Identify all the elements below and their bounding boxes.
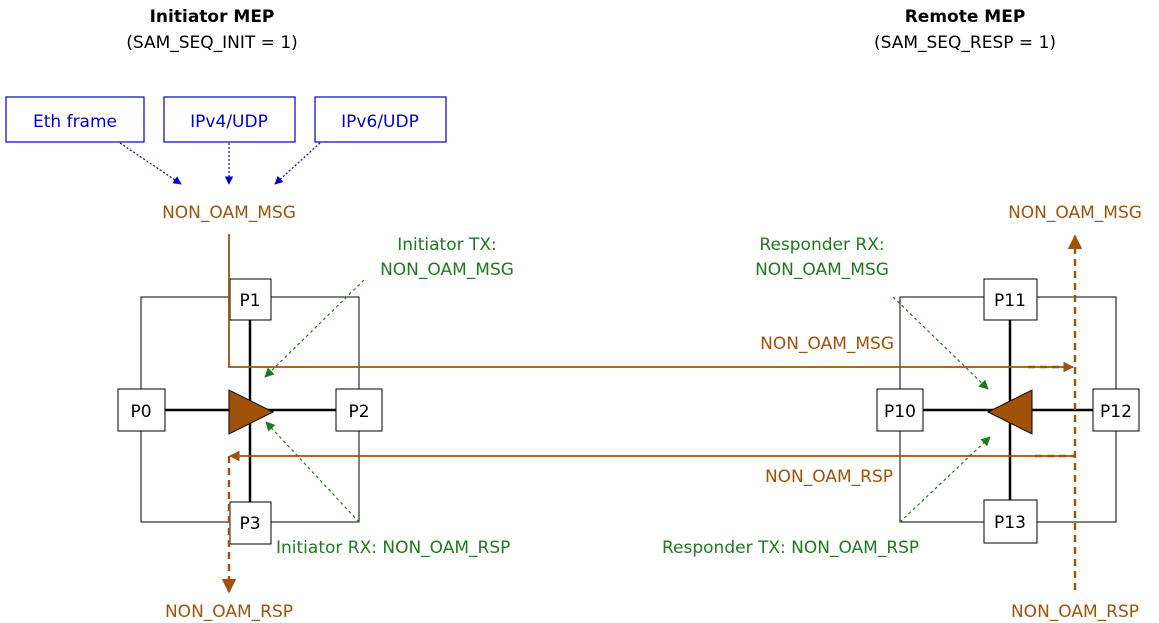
ipv6-to-msg-arrow — [274, 142, 321, 185]
initiator-node: P1 P0 P2 P3 — [117, 278, 383, 545]
remote-switch-triangle — [986, 389, 1033, 435]
initiator-tx-note-line2: NON_OAM_MSG — [380, 260, 514, 280]
eth-to-msg-arrow — [119, 142, 182, 185]
source-ipv4-udp: IPv4/UDP — [163, 96, 296, 143]
remote-title: Remote MEP — [905, 7, 1026, 27]
port-p0-label: P0 — [130, 402, 151, 422]
port-p11-label: P11 — [994, 291, 1026, 311]
initiator-title: Initiator MEP — [150, 7, 275, 27]
responder-rx-note-line1: Responder RX: — [759, 235, 884, 255]
responder-tx-note: Responder TX: NON_OAM_RSP — [662, 538, 919, 558]
port-p1-label: P1 — [239, 291, 260, 311]
initiator-rsp-label: NON_OAM_RSP — [165, 602, 293, 622]
port-p13-label: P13 — [994, 513, 1026, 533]
initiator-switch-triangle — [228, 389, 275, 435]
port-p1: P1 — [229, 278, 272, 321]
msg-flow-line — [228, 234, 1075, 373]
port-p10-label: P10 — [884, 402, 916, 422]
responder-rx-arrow — [892, 296, 989, 390]
remote-node: P11 P10 P12 P13 — [876, 278, 1140, 544]
port-p12: P12 — [1092, 388, 1140, 432]
port-p3-label: P3 — [239, 514, 260, 534]
port-p11: P11 — [983, 278, 1038, 321]
port-p13: P13 — [983, 499, 1038, 544]
remote-rsp-label: NON_OAM_RSP — [1011, 602, 1139, 622]
port-p10: P10 — [876, 388, 924, 432]
remote-msg-label: NON_OAM_MSG — [1008, 203, 1142, 223]
remote-subtitle: (SAM_SEQ_RESP = 1) — [874, 33, 1056, 53]
source-ipv4-udp-label: IPv4/UDP — [190, 112, 268, 132]
port-p12-label: P12 — [1100, 402, 1132, 422]
port-p0: P0 — [117, 388, 166, 432]
initiator-rx-note: Initiator RX: NON_OAM_RSP — [276, 538, 510, 558]
initiator-rx-arrow — [265, 421, 360, 523]
initiator-tx-note-line1: Initiator TX: — [397, 235, 497, 255]
source-eth-frame: Eth frame — [5, 96, 145, 143]
responder-tx-arrow — [899, 436, 991, 523]
responder-rx-note-line2: NON_OAM_MSG — [755, 260, 889, 280]
initiator-tx-arrow — [264, 279, 365, 378]
initiator-subtitle: (SAM_SEQ_INIT = 1) — [126, 33, 298, 53]
port-p3: P3 — [229, 501, 272, 545]
source-eth-frame-label: Eth frame — [33, 112, 117, 132]
source-ipv6-udp-label: IPv6/UDP — [341, 112, 419, 132]
link-rsp-label: NON_OAM_RSP — [765, 467, 893, 487]
link-msg-label: NON_OAM_MSG — [760, 334, 894, 354]
port-p2-label: P2 — [348, 402, 369, 422]
port-p2: P2 — [335, 388, 383, 432]
source-ipv6-udp: IPv6/UDP — [314, 96, 447, 143]
initiator-msg-label: NON_OAM_MSG — [162, 203, 296, 223]
